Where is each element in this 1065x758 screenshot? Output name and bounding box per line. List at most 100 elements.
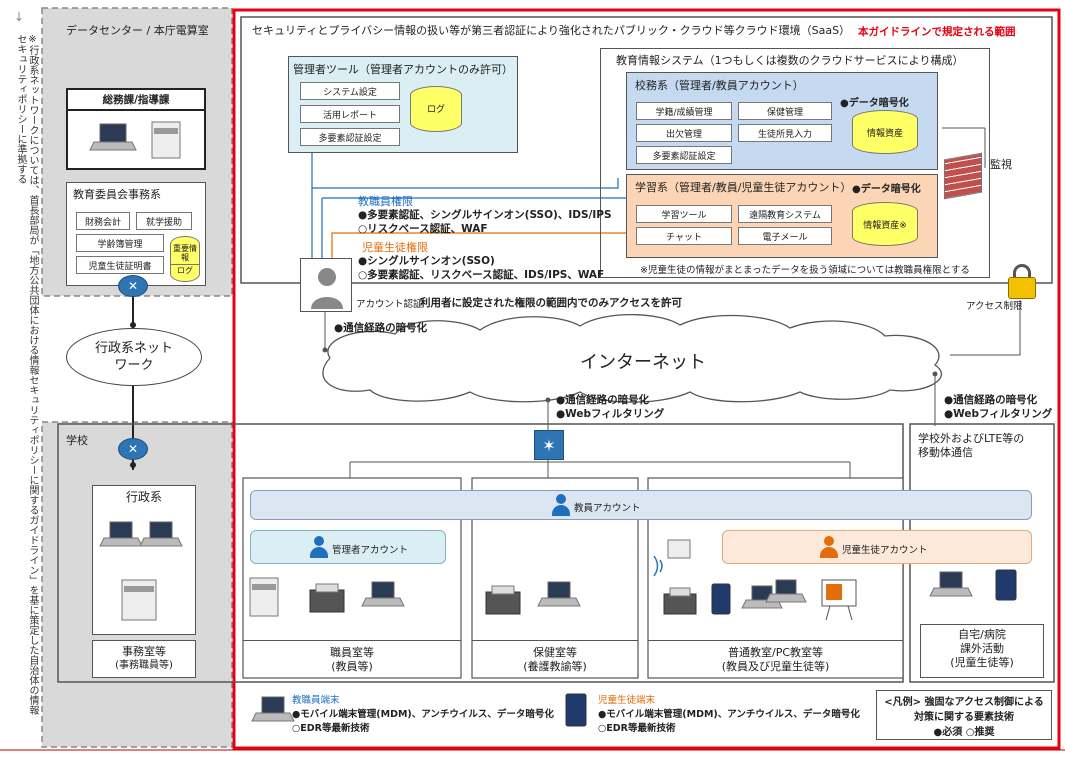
gakushu-db: 情報資産※	[852, 202, 918, 246]
gyosei-room-label: 行政系	[125, 490, 162, 504]
cell-gakureibo: 学齢簿管理	[76, 234, 164, 252]
futsu-room-l2: (教員及び児童生徒等)	[721, 660, 830, 673]
gakushu-item-email: 電子メール	[738, 227, 832, 245]
admin-item-system: システム設定	[300, 82, 400, 100]
gyosei-policy-note: ※行政系ネットワークについては、首長部局が「地方公共団体における情報セキュリティ…	[15, 34, 38, 715]
scope-label: 本ガイドラインで規定される範囲	[858, 26, 1016, 38]
gakushu-item-remote: 遠隔教育システム	[738, 205, 832, 223]
cell-shomeisho: 児童生徒証明書	[76, 256, 164, 274]
switch-icon: ✶	[534, 430, 564, 460]
teacher-perm-line1: ●多要素認証、シングルサインオン(SSO)、IDS/IPS	[358, 209, 612, 221]
home-l2: 課外活動	[960, 642, 1004, 655]
account-auth-user-icon	[300, 258, 352, 312]
laptop-printer-icons	[89, 121, 181, 159]
edu-system-title: 教育情報システム（1つもしくは複数のクラウドサービスにより構成）	[616, 54, 964, 67]
student-perm-title: 児童生徒権限	[362, 241, 428, 254]
admin-item-report: 活用レポート	[300, 105, 400, 123]
hanrei-l1: <凡例> 強固なアクセス制御による	[884, 697, 1044, 708]
shokuin-room-l1: 職員室等	[330, 646, 374, 659]
admin-account-bar	[250, 530, 446, 564]
hoken-room-l1: 保健室等	[533, 646, 577, 659]
teacher-perm-line2: ○リスクベース認証、WAF	[358, 223, 488, 235]
student-account-user-icon	[820, 536, 838, 558]
home-l3: (児童生徒等)	[950, 656, 1014, 669]
koumu-item-grades: 学籍/成績管理	[636, 102, 732, 120]
koumu-item-health: 保健管理	[738, 102, 832, 120]
gakushu-note: ※児童生徒の情報がまとまったデータを扱う領域については教職員権限とする	[640, 265, 970, 276]
soumu-label: 総務課/指導課	[68, 90, 204, 111]
student-account-label: 児童生徒アカウント	[842, 545, 928, 556]
kyoiku-office-title: 教育委員会事務系	[73, 188, 161, 201]
hanrei-l2: 対策に関する要素技術	[914, 712, 1014, 723]
soumu-box: 総務課/指導課	[66, 88, 206, 170]
teacher-account-bar	[250, 490, 1032, 520]
gakushu-item-tools: 学習ツール	[636, 205, 732, 223]
jimu-room-l2: (事務職員等)	[115, 660, 173, 671]
outside-title-l1: 学校外およびLTE等の	[918, 432, 1025, 445]
datacenter-db: 重要情報 ログ	[170, 236, 200, 282]
koumu-db: 情報資産	[852, 110, 918, 154]
hoken-room-l2: (養護教諭等)	[523, 660, 587, 673]
hanrei-l3: ●必須 ○推奨	[933, 727, 995, 738]
admin-account-user-icon	[310, 536, 328, 558]
teacher-perm-title: 教職員権限	[358, 195, 413, 208]
home-l1: 自宅/病院	[958, 628, 1006, 641]
school-title: 学校	[66, 434, 88, 447]
koumu-item-mfa: 多要素認証設定	[636, 146, 732, 164]
hanrei-box: <凡例> 強固なアクセス制御による 対策に関する要素技術 ●必須 ○推奨	[876, 690, 1052, 740]
legend-student-device: 児童生徒端末	[598, 695, 656, 706]
enc-route-3: ●通信経路の暗号化	[944, 394, 1038, 406]
admin-account-label: 管理者アカウント	[332, 545, 409, 556]
cell-zaimu: 財務会計	[76, 212, 130, 230]
shokuin-caption-box	[243, 640, 461, 678]
router-icon: ✕	[118, 275, 148, 297]
gakushu-title: 学習系（管理者/教員/児童生徒アカウント）	[635, 181, 852, 194]
shokuin-room-l2: (教員等)	[331, 660, 373, 673]
futsu-room-l1: 普通教室/PC教室等	[727, 646, 824, 659]
koumu-item-attendance: 出欠管理	[636, 124, 732, 142]
account-auth-label: アカウント認証	[356, 299, 423, 310]
datacenter-title: データセンター / 本庁電算室	[66, 24, 209, 37]
internet-label: インターネット	[580, 352, 706, 373]
enc-route-1: ●通信経路の暗号化	[334, 322, 428, 334]
koumu-item-remarks: 生徒所見入力	[738, 124, 832, 142]
access-control-label: アクセス制限	[966, 301, 1023, 312]
home-box: 自宅/病院 課外活動 (児童生徒等)	[920, 624, 1044, 678]
student-perm-line2: ○多要素認証、リスクベース認証、IDS/IPS、WAF	[358, 269, 605, 281]
user-silhouette-icon	[311, 268, 343, 309]
teacher-account-label: 教員アカウント	[574, 503, 641, 514]
jimu-room: 事務室等 (事務職員等)	[92, 640, 196, 678]
db-sub: ログ	[171, 264, 199, 276]
edu-system-box	[600, 48, 990, 278]
gakushu-encrypt: ●データ暗号化	[852, 184, 921, 195]
gakushu-item-chat: チャット	[636, 227, 732, 245]
legend-teacher-l2: ○EDR等最新技術	[292, 723, 370, 734]
futsu-caption-box	[648, 640, 903, 678]
koumu-encrypt: ●データ暗号化	[840, 98, 909, 109]
legend-teacher-device: 教職員端末	[292, 695, 340, 706]
legend-teacher-l1: ●モバイル端末管理(MDM)、アンチウイルス、データ暗号化	[292, 709, 554, 720]
admin-item-mfa: 多要素認証設定	[300, 128, 400, 146]
cloud-title: セキュリティとプライバシー情報の扱い等が第三者認証により強化されたパブリック・ク…	[252, 24, 851, 37]
outside-title-l2: 移動体通信	[918, 446, 973, 459]
enc-route-2: ●通信経路の暗号化	[556, 394, 650, 406]
legend-student-l2: ○EDR等最新技術	[598, 723, 676, 734]
cell-shugaku: 就学援助	[136, 212, 192, 230]
db-label: 重要情報	[173, 244, 197, 262]
student-perm-line1: ●シングルサインオン(SSO)	[358, 255, 495, 267]
student-account-bar	[722, 530, 1032, 564]
note-arrow-icon: ↓	[14, 10, 25, 24]
legend-student-l1: ●モバイル端末管理(MDM)、アンチウイルス、データ暗号化	[598, 709, 860, 720]
router-icon: ✕	[118, 438, 148, 460]
admin-tools-title: 管理者ツール（管理者アカウントのみ許可）	[293, 63, 513, 76]
access-msg: 利用者に設定された権限の範囲内でのみアクセスを許可	[420, 297, 682, 309]
monitor-label: 監視	[990, 158, 1012, 171]
web-filter-3: ●Webフィルタリング	[944, 408, 1053, 420]
koumu-title: 校務系（管理者/教員アカウント）	[635, 79, 804, 92]
jimu-room-l1: 事務室等	[122, 645, 166, 658]
lock-icon	[1008, 264, 1036, 299]
hoken-caption-box	[472, 640, 638, 678]
